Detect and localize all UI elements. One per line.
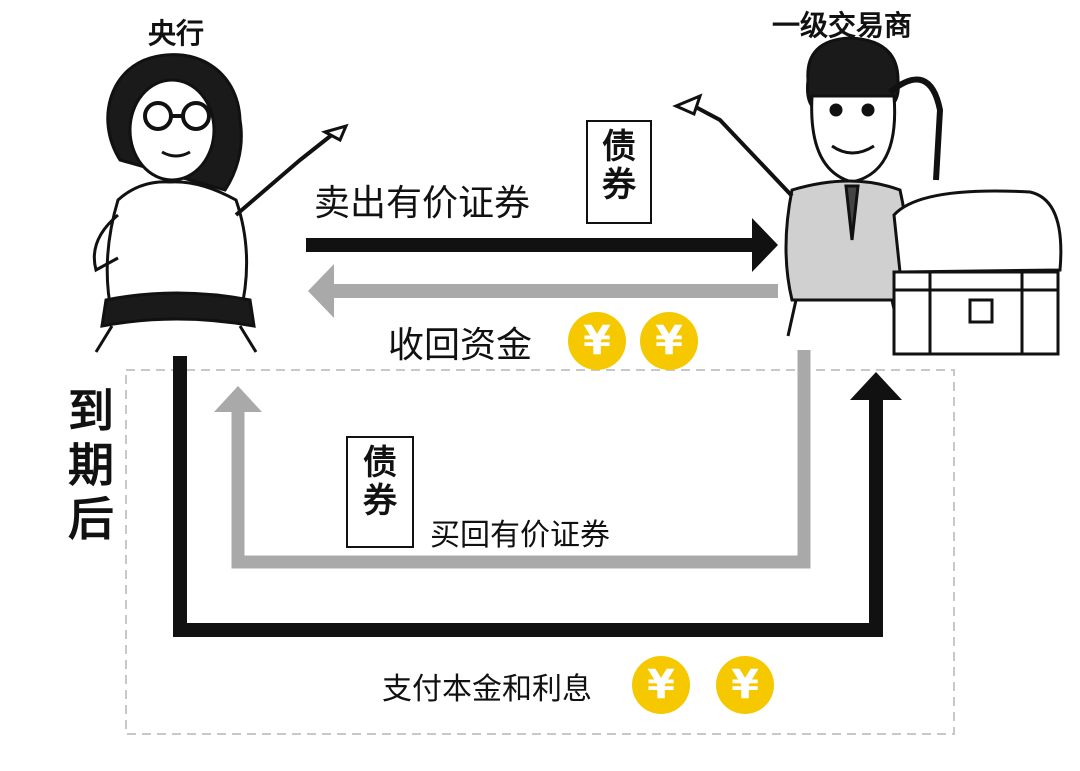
yuan-coin-icon: ¥ [716,656,774,714]
buy-back-securities-label: 买回有价证券 [430,518,610,553]
withdraw-funds-arrow [308,264,778,318]
after-maturity-frame [125,369,955,735]
withdraw-funds-label: 收回资金 [388,325,533,366]
bond-icon-bottom: 债券 [346,436,414,548]
after-maturity-label: 到期后 [68,384,114,546]
sell-securities-label: 卖出有价证券 [314,183,531,224]
primary-dealer-label: 一级交易商 [772,9,913,42]
sell-securities-arrow [306,218,778,272]
treasure-chest-illustration [892,189,1063,356]
bond-icon-top: 债券 [586,120,652,224]
pay-principal-interest-label: 支付本金和利息 [382,672,592,707]
yuan-coin-icon: ¥ [568,312,626,370]
central-bank-figure [92,53,349,353]
buy-back-securities-arrow [214,350,811,569]
yuan-coin-icon: ¥ [632,656,690,714]
yuan-coin-icon: ¥ [640,312,698,370]
central-bank-label: 央行 [148,17,205,50]
pay-principal-interest-arrow [173,356,902,637]
